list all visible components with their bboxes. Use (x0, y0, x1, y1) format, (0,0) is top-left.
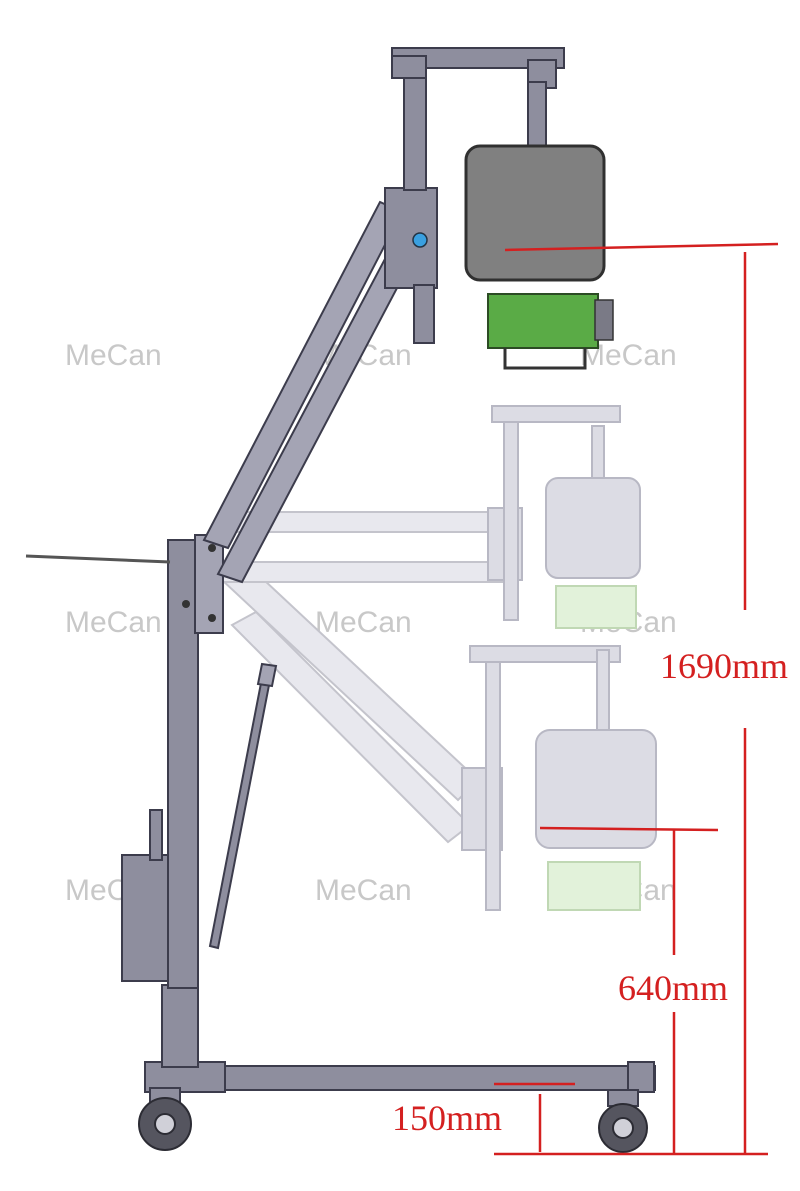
dimension-label-max: 1690mm (660, 646, 788, 686)
main-column (25, 534, 224, 989)
watermark: MeCan (65, 339, 162, 372)
dimension-label-min: 150mm (392, 1098, 502, 1138)
ghost-arm-low (220, 563, 657, 911)
watermark: MeCan (65, 606, 162, 639)
watermark: MeCan (315, 606, 412, 639)
front-wheel (138, 1087, 192, 1151)
detector-panel (464, 144, 606, 282)
base-frame (144, 984, 656, 1093)
gas-spring (208, 662, 278, 950)
ghost-arm-mid (221, 405, 641, 629)
dimension-label-mid: 640mm (618, 968, 728, 1008)
rear-wheel (598, 1089, 648, 1153)
generator-box (487, 293, 614, 370)
watermark: MeCan (315, 874, 412, 907)
dimension-lines (494, 242, 779, 1156)
